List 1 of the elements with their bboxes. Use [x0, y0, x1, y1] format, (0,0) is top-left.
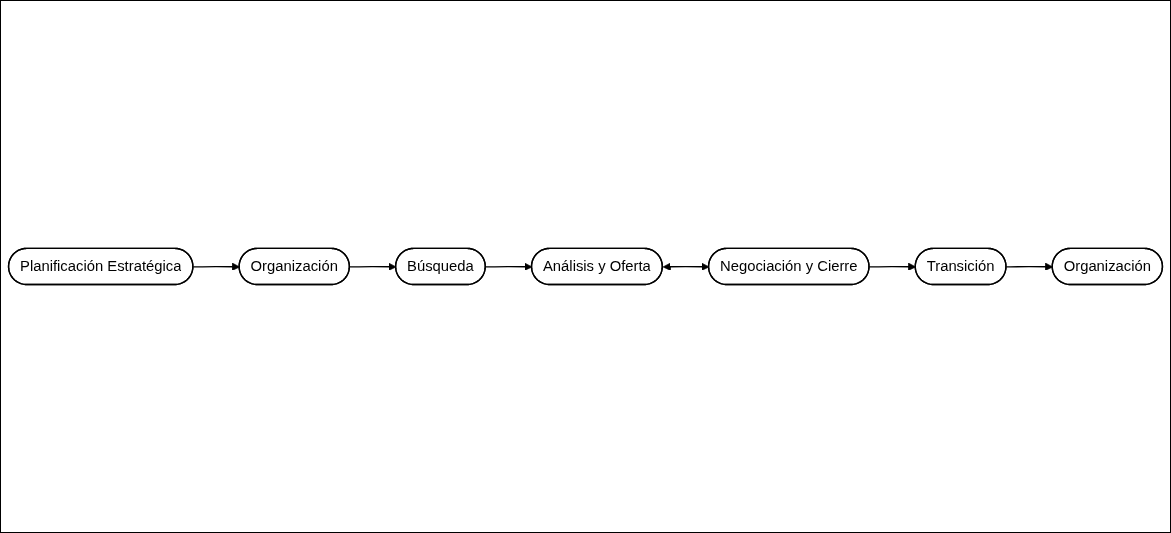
arrow — [192, 262, 240, 271]
